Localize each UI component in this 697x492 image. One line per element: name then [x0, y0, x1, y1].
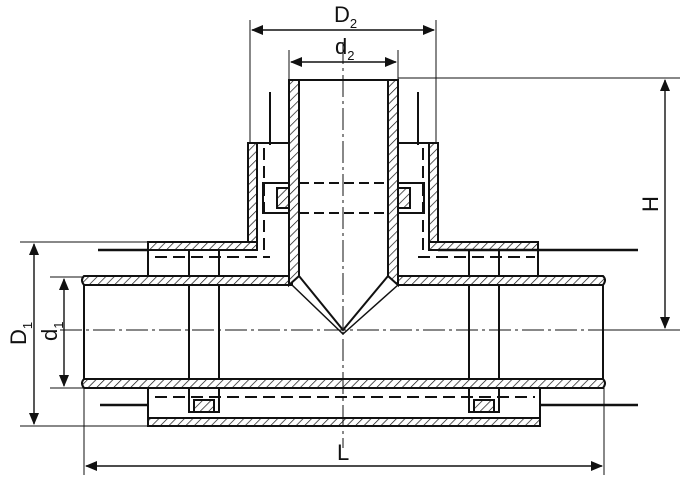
casing-branch-right-wall: [428, 142, 439, 251]
dimension-labels: D2 d2 H D1 d1 L: [6, 2, 663, 465]
dimension-arrows: [29, 25, 670, 471]
main-pipe-top-wall: [81, 275, 293, 286]
branch-pipe: [288, 79, 399, 335]
branch-right-wall: [387, 79, 399, 288]
casing-top-left-shoulder: [147, 241, 258, 251]
hidden-lines: [155, 148, 535, 398]
extension-lines: [20, 20, 680, 475]
jacket-lines: [98, 92, 638, 407]
label-d1: d1: [37, 322, 66, 341]
label-L: L: [337, 440, 349, 465]
right-sleeve: [468, 249, 500, 413]
branch-sleeve: [262, 182, 425, 214]
label-H: H: [638, 196, 663, 212]
branch-left-wall: [288, 79, 300, 288]
left-sleeve: [188, 249, 220, 413]
main-pipe-top-wall-right: [397, 275, 606, 286]
casing-branch-left-wall: [247, 142, 258, 251]
outer-casing: [147, 142, 541, 427]
casing-bottom-wall: [147, 417, 541, 427]
label-D1: D1: [6, 322, 35, 345]
label-D2: D2: [334, 2, 357, 31]
label-d2: d2: [335, 34, 354, 63]
centerlines: [60, 42, 640, 448]
